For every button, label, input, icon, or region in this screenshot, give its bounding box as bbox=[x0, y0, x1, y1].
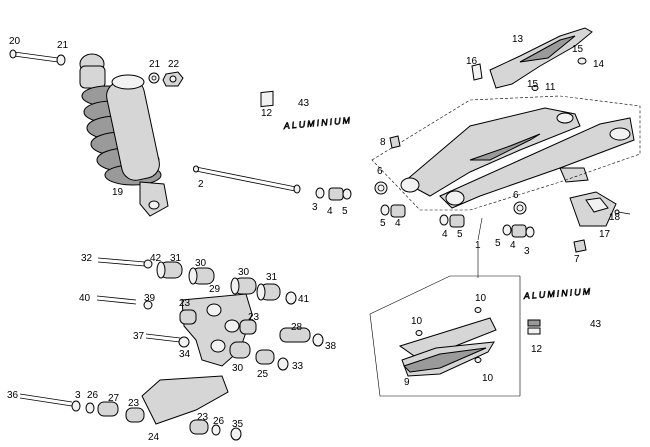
label-9: 9 bbox=[404, 377, 410, 388]
label-4: 4 bbox=[327, 206, 333, 217]
label-1: 1 bbox=[475, 240, 481, 251]
label-11: 11 bbox=[545, 82, 556, 93]
label-15: 15 bbox=[527, 79, 539, 90]
label-19: 19 bbox=[112, 187, 124, 198]
long-axle bbox=[193, 165, 301, 194]
label-40: 40 bbox=[79, 293, 91, 304]
label-30: 30 bbox=[238, 267, 250, 278]
label-21: 21 bbox=[149, 59, 161, 70]
label-38: 38 bbox=[325, 341, 337, 352]
label-10: 10 bbox=[482, 373, 494, 384]
rear-shock-absorber bbox=[9, 49, 169, 217]
chain-guard bbox=[471, 27, 593, 91]
label-4: 4 bbox=[395, 218, 401, 229]
label-22: 22 bbox=[168, 59, 180, 70]
label-5: 5 bbox=[342, 206, 348, 217]
label-20: 20 bbox=[9, 36, 21, 47]
label-29: 29 bbox=[209, 284, 221, 295]
swingarm bbox=[371, 95, 641, 211]
leader-lines bbox=[477, 217, 483, 278]
label-37: 37 bbox=[133, 331, 145, 342]
chain-slider-assembly bbox=[369, 275, 521, 397]
label-5: 5 bbox=[457, 229, 463, 240]
label-2: 2 bbox=[198, 179, 204, 190]
label-23: 23 bbox=[248, 312, 260, 323]
label-23: 23 bbox=[179, 298, 191, 309]
label-34: 34 bbox=[179, 349, 191, 360]
label-33: 33 bbox=[292, 361, 304, 372]
label-39: 39 bbox=[144, 293, 156, 304]
label-12: 12 bbox=[531, 344, 543, 355]
top-left-hardware bbox=[148, 71, 184, 87]
label-18: 18 bbox=[609, 212, 621, 223]
decal-aluminium-right: ALUMINIUM bbox=[522, 286, 592, 301]
label-43: 43 bbox=[298, 98, 310, 109]
decal-kit-right: ALUMINIUM bbox=[522, 286, 593, 335]
label-41: 41 bbox=[298, 294, 310, 305]
label-6: 6 bbox=[513, 190, 519, 201]
label-21: 21 bbox=[57, 40, 69, 51]
label-8: 8 bbox=[380, 137, 386, 148]
linkage-group bbox=[19, 257, 324, 441]
label-10: 10 bbox=[411, 316, 423, 327]
label-23: 23 bbox=[197, 412, 209, 423]
label-5: 5 bbox=[495, 238, 501, 249]
label-10: 10 bbox=[475, 293, 487, 304]
label-28: 28 bbox=[291, 322, 303, 333]
label-17: 17 bbox=[599, 229, 611, 240]
label-23: 23 bbox=[128, 398, 140, 409]
label-30: 30 bbox=[195, 258, 207, 269]
label-3: 3 bbox=[312, 202, 318, 213]
label-25: 25 bbox=[257, 369, 269, 380]
label-14: 14 bbox=[593, 59, 605, 70]
label-31: 31 bbox=[170, 253, 182, 264]
label-35: 35 bbox=[232, 419, 244, 430]
callout-labels: 20 21 21 22 19 12 43 2 13 15 14 16 15 11… bbox=[7, 34, 621, 443]
label-13: 13 bbox=[512, 34, 524, 45]
label-4: 4 bbox=[442, 229, 448, 240]
label-16: 16 bbox=[466, 56, 478, 67]
label-6: 6 bbox=[377, 166, 383, 177]
label-30: 30 bbox=[232, 363, 244, 374]
label-31: 31 bbox=[266, 272, 278, 283]
label-4: 4 bbox=[510, 240, 516, 251]
label-26: 26 bbox=[213, 416, 225, 427]
label-3: 3 bbox=[524, 246, 530, 257]
label-12: 12 bbox=[261, 108, 273, 119]
label-24: 24 bbox=[148, 432, 160, 443]
label-42: 42 bbox=[150, 253, 162, 264]
label-26: 26 bbox=[87, 390, 99, 401]
label-36: 36 bbox=[7, 390, 19, 401]
label-7: 7 bbox=[574, 254, 580, 265]
swingarm-hardware bbox=[315, 135, 631, 253]
label-15: 15 bbox=[572, 44, 584, 55]
label-3: 3 bbox=[75, 390, 81, 401]
label-43: 43 bbox=[590, 319, 602, 330]
decal-aluminium-top: ALUMINIUM bbox=[282, 115, 352, 131]
label-27: 27 bbox=[108, 393, 120, 404]
label-5: 5 bbox=[380, 218, 386, 229]
label-32: 32 bbox=[81, 253, 93, 264]
